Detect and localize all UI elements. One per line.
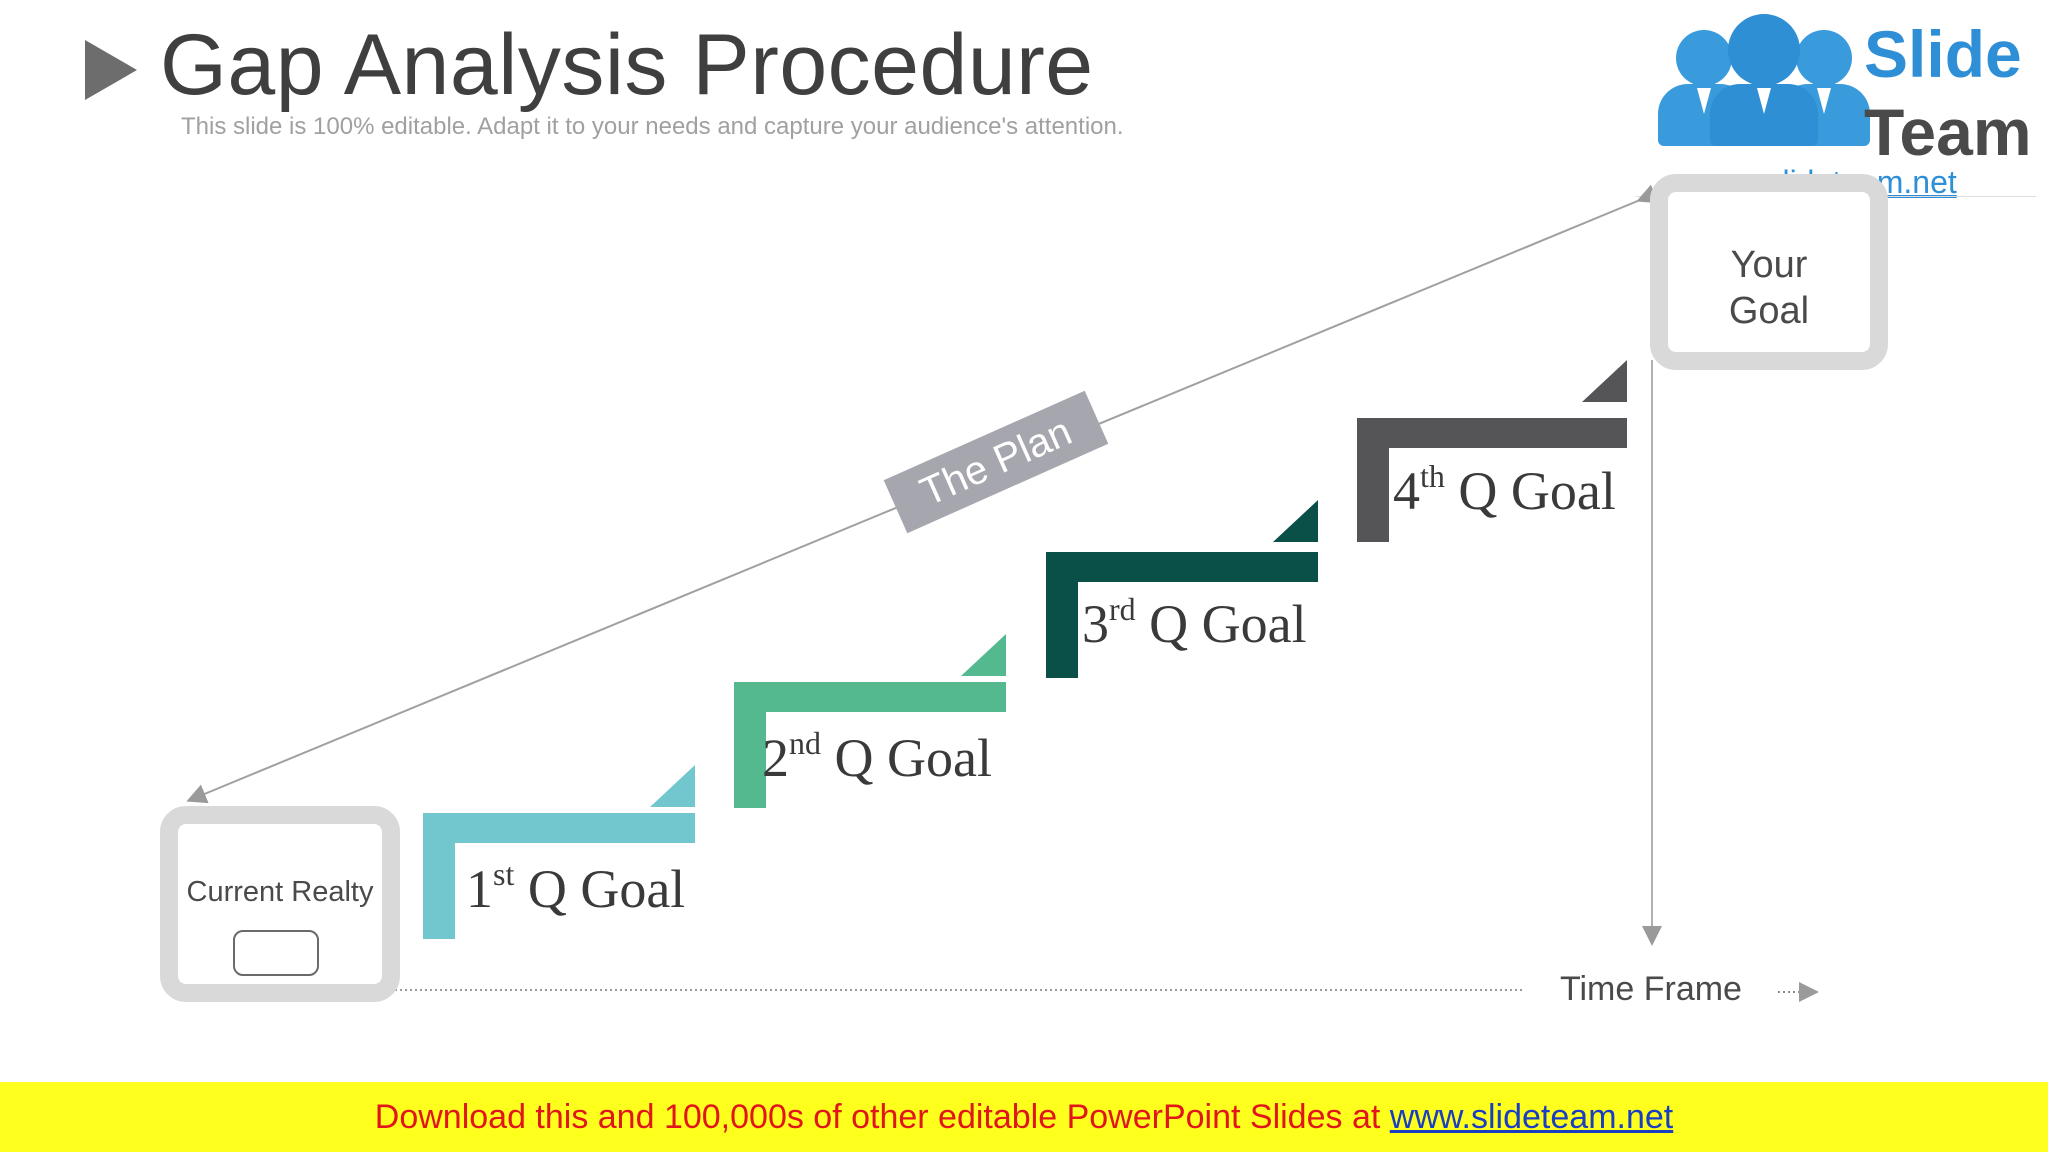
step-4-label: 4th Q Goal: [1393, 458, 1616, 521]
time-frame-label: Time Frame: [1560, 970, 1742, 1008]
title-play-icon: [85, 40, 137, 100]
current-realty-box: Current Realty: [160, 806, 400, 1002]
download-banner-text: Download this and 100,000s of other edit…: [374, 1098, 1674, 1136]
current-realty-label: Current Realty: [186, 876, 374, 908]
step-2-label: 2nd Q Goal: [762, 725, 992, 788]
download-banner: Download this and 100,000s of other edit…: [0, 1082, 2048, 1152]
your-goal-box: Your Goal: [1650, 174, 1888, 370]
slideteam-logo[interactable]: Slide Team www.slideteam.net: [1636, 0, 2048, 200]
logo-word-slide: Slide: [1864, 17, 2022, 91]
step-3-label: 3rd Q Goal: [1082, 591, 1307, 654]
your-goal-label: Your Goal: [1728, 244, 1810, 332]
step-1-label: 1st Q Goal: [466, 856, 686, 919]
logo-word-team: Team: [1864, 95, 2032, 169]
slide-subtitle: This slide is 100% editable. Adapt it to…: [181, 113, 1124, 140]
slide-title: Gap Analysis Procedure: [160, 17, 1094, 113]
download-banner-link[interactable]: www.slideteam.net: [1389, 1098, 1674, 1136]
current-realty-inner-box: [233, 930, 319, 976]
